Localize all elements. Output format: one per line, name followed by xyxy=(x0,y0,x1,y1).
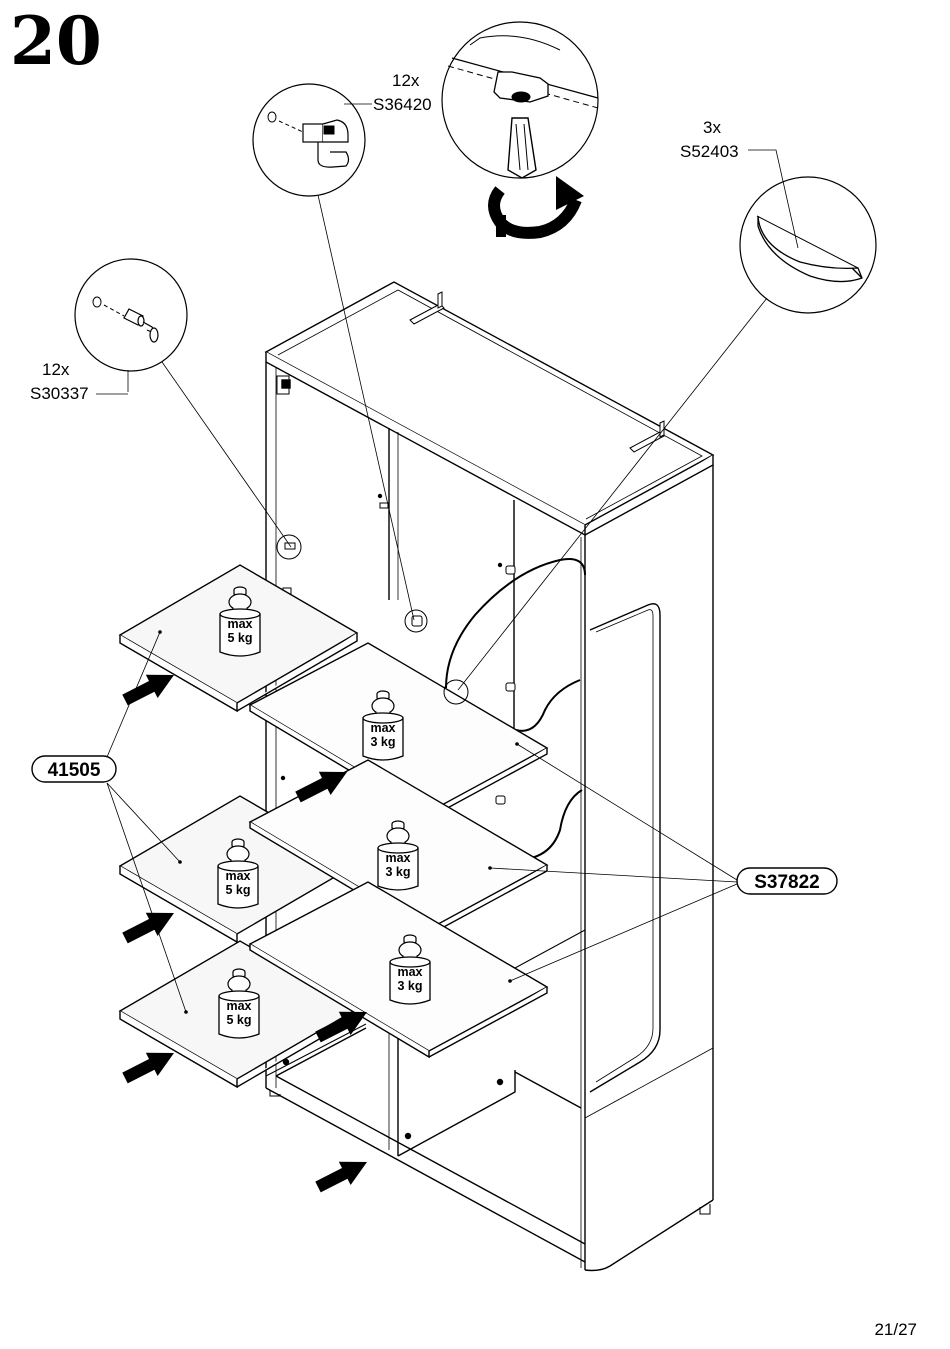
cable-clip-code: S52403 xyxy=(680,142,739,161)
weight-label-kg: 5 kg xyxy=(225,883,250,897)
arrow-right-icon xyxy=(119,901,180,950)
weight-wood-top: max 5 kg xyxy=(219,586,261,657)
shelf-pin-icon xyxy=(92,296,159,343)
weight-label-max: max xyxy=(397,965,422,979)
weight-label-kg: 5 kg xyxy=(226,1013,251,1027)
step-number: 20 xyxy=(10,2,102,80)
glass-clip-callout xyxy=(252,83,428,633)
weight-label-max: max xyxy=(227,617,252,631)
weight-label-max: max xyxy=(225,869,250,883)
weight-label-max: max xyxy=(385,851,410,865)
glass-shelf-support-icon xyxy=(267,111,350,168)
screw-detail-callout xyxy=(441,21,599,239)
glass-shelves xyxy=(248,642,549,1059)
glass-shelf-label: S37822 xyxy=(736,867,838,895)
glass-shelf-leaders xyxy=(489,743,738,982)
wood-shelf-leaders xyxy=(106,631,187,1013)
glass-clip-qty: 12x xyxy=(392,71,420,90)
weight-label-kg: 3 kg xyxy=(370,735,395,749)
cable-clip-icon xyxy=(756,215,863,283)
screwdriver-rotate-icon xyxy=(447,35,599,239)
arrow-right-icon xyxy=(312,1150,373,1199)
shelf-pin-code: S30337 xyxy=(30,384,89,403)
cabinet xyxy=(264,281,715,1272)
cable-clip-callout xyxy=(443,149,877,705)
weight-wood-bottom: max 5 kg xyxy=(218,968,260,1039)
page-number: 21/27 xyxy=(874,1320,917,1339)
weight-glass-top: max 3 kg xyxy=(362,690,404,761)
weight-label-max: max xyxy=(370,721,395,735)
shelf-pin-qty: 12x xyxy=(42,360,70,379)
weight-wood-middle: max 5 kg xyxy=(217,838,259,909)
glass-shelf-code: S37822 xyxy=(754,872,820,893)
wood-shelf-label: 41505 xyxy=(31,755,117,783)
cable-clip-qty: 3x xyxy=(703,118,721,137)
weight-glass-bottom: max 3 kg xyxy=(389,934,431,1005)
shelf-pin-callout xyxy=(74,258,302,560)
weight-label-kg: 3 kg xyxy=(397,979,422,993)
weight-label-max: max xyxy=(226,999,251,1013)
wood-shelf-code: 41505 xyxy=(48,760,101,781)
weight-glass-middle: max 3 kg xyxy=(377,820,419,891)
glass-clip-code: S36420 xyxy=(373,95,432,114)
weight-label-kg: 3 kg xyxy=(385,865,410,879)
weight-label-kg: 5 kg xyxy=(227,631,252,645)
